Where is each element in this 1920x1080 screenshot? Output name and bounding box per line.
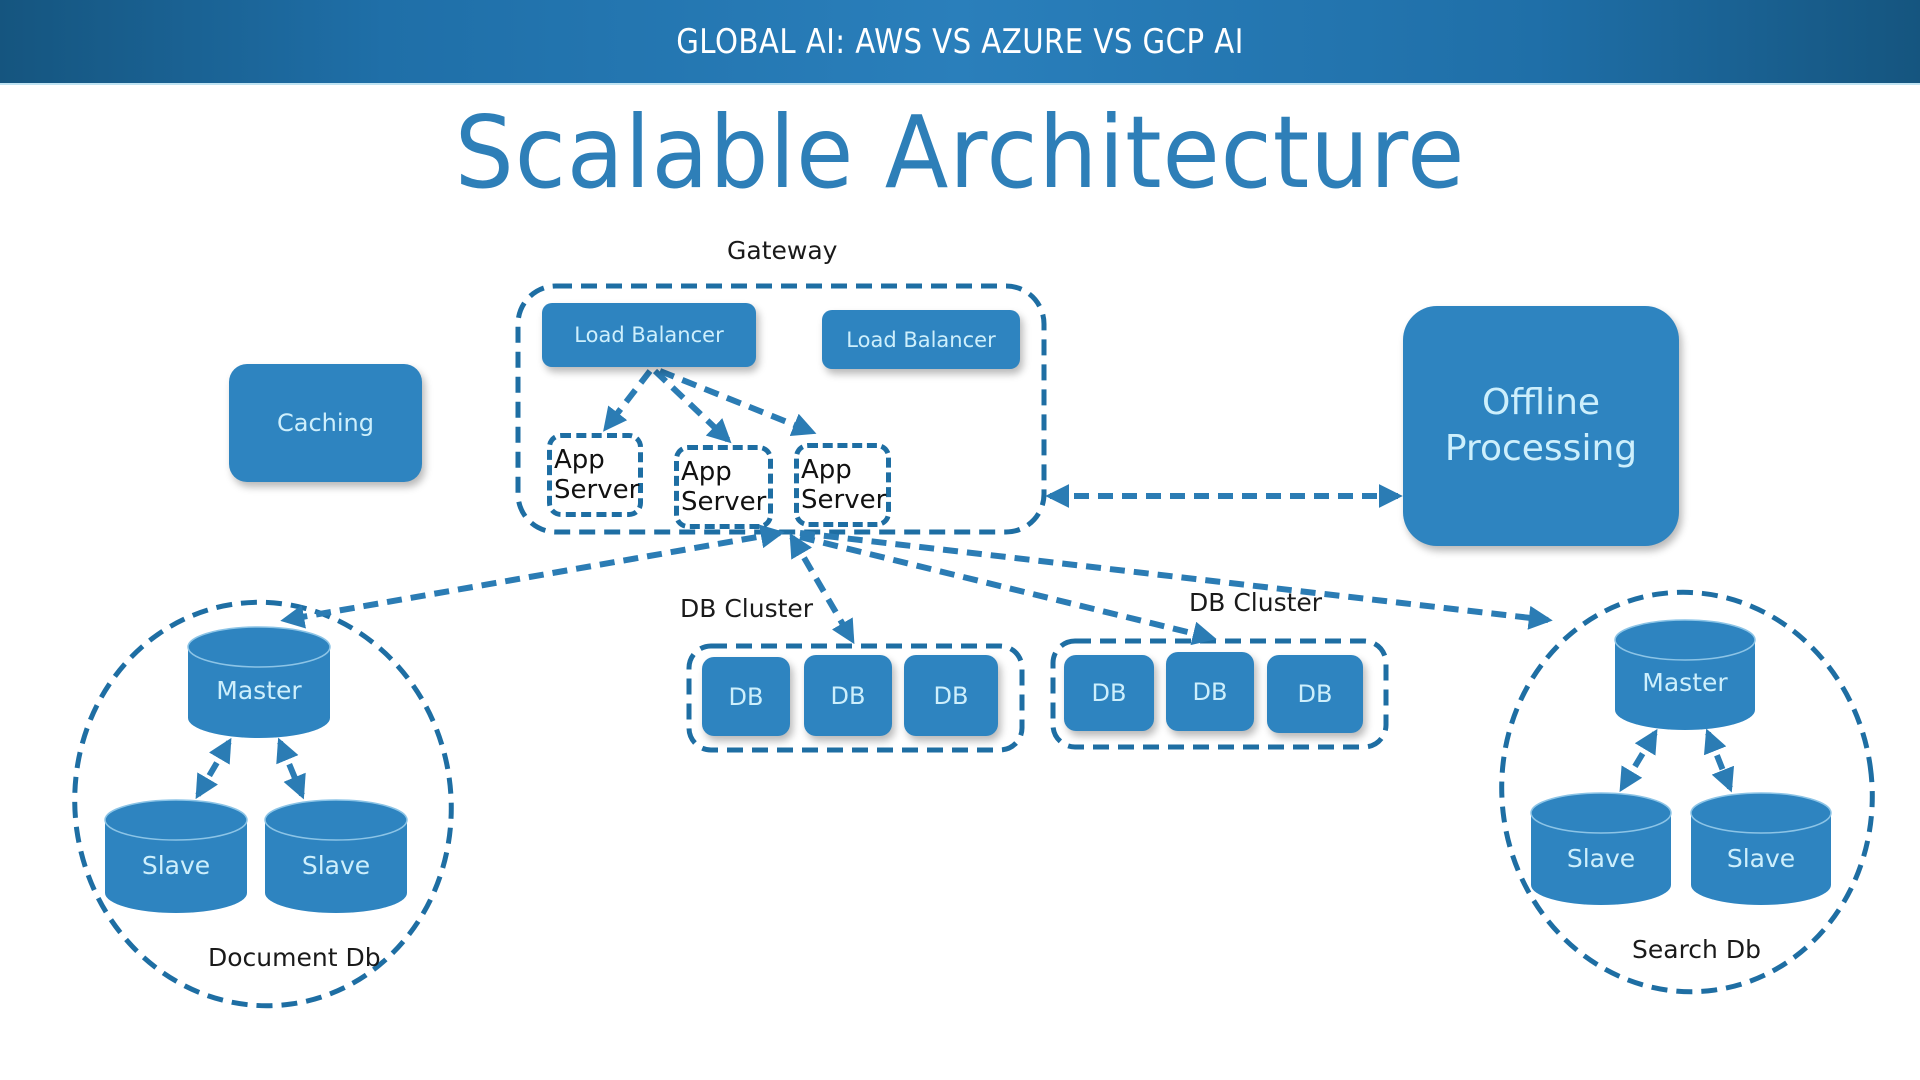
slide-header-bar: GLOBAL AI: AWS VS AZURE VS GCP AI	[0, 0, 1920, 85]
load-balancer-1[interactable]: Load Balancer	[542, 303, 756, 367]
offline-processing-box[interactable]: Offline Processing	[1403, 306, 1679, 546]
caching-box[interactable]: Caching	[229, 364, 422, 482]
offline-processing-line1: Offline	[1481, 382, 1601, 423]
db-cluster-2-node-3[interactable]: DB	[1267, 655, 1363, 733]
arrow-gateway-db-cluster-1	[789, 532, 855, 645]
db-cluster-1-node-2[interactable]: DB	[804, 655, 892, 736]
gateway-label: Gateway	[727, 236, 838, 265]
db-cluster-2-container	[1050, 638, 1389, 750]
arrow-lb-to-appserver-2	[652, 368, 732, 444]
app-server-2-line2: Server	[681, 487, 767, 517]
search-db-master-label: Master	[1642, 668, 1728, 697]
search-db-slave-2-label: Slave	[1726, 844, 1796, 873]
app-server-2-line1: App	[681, 457, 732, 487]
offline-processing-line2: Processing	[1444, 428, 1638, 469]
search-db-label: Search Db	[1632, 935, 1761, 964]
load-balancer-2[interactable]: Load Balancer	[822, 310, 1020, 369]
app-server-1[interactable]: App Server	[547, 433, 643, 517]
app-server-2[interactable]: App Server	[674, 445, 773, 529]
header-title: GLOBAL AI: AWS VS AZURE VS GCP AI	[676, 21, 1244, 62]
document-db-container	[72, 599, 454, 1009]
db-cluster-1-label: DB Cluster	[680, 594, 814, 623]
app-server-3[interactable]: App Server	[794, 443, 891, 527]
search-db-container	[1499, 589, 1875, 995]
db-cluster-2-node-1[interactable]: DB	[1064, 655, 1154, 731]
app-server-3-line2: Server	[801, 485, 887, 515]
document-db-label: Document Db	[208, 943, 381, 972]
search-db-slave-2-cylinder	[1690, 792, 1832, 905]
app-server-1-line1: App	[554, 445, 605, 475]
arrow-searchdb-master-slave-2	[1703, 728, 1735, 793]
document-db-slave-1-cylinder	[104, 799, 248, 913]
db-cluster-1-node-3[interactable]: DB	[904, 655, 998, 736]
arrow-docdb-master-slave-2	[276, 737, 306, 800]
app-server-1-line2: Server	[554, 475, 640, 505]
search-db-slave-1-cylinder	[1530, 792, 1672, 905]
app-server-3-line1: App	[801, 455, 852, 485]
arrow-searchdb-master-slave-1	[1619, 728, 1658, 793]
document-db-master-cylinder	[187, 626, 331, 738]
document-db-slave-2-label: Slave	[301, 851, 371, 880]
db-cluster-1-node-1[interactable]: DB	[702, 657, 790, 736]
db-cluster-2-node-2[interactable]: DB	[1166, 652, 1254, 731]
arrow-gateway-search-db	[799, 530, 1553, 630]
db-cluster-1-container	[686, 643, 1025, 753]
search-db-master-cylinder	[1614, 619, 1756, 730]
search-db-slave-1-label: Slave	[1566, 844, 1636, 873]
arrow-gateway-document-db	[280, 524, 785, 629]
db-cluster-2-label: DB Cluster	[1189, 588, 1323, 617]
slide-title: Scalable Architecture	[454, 94, 1466, 211]
arrow-lb-to-appserver-3	[658, 368, 817, 436]
arrow-gateway-db-cluster-2	[799, 534, 1217, 646]
arrow-lb-to-appserver-1	[603, 369, 653, 432]
document-db-master-label: Master	[216, 676, 302, 705]
document-db-slave-2-cylinder	[264, 799, 408, 913]
document-db-slave-1-label: Slave	[141, 851, 211, 880]
arrow-docdb-master-slave-1	[195, 737, 232, 800]
